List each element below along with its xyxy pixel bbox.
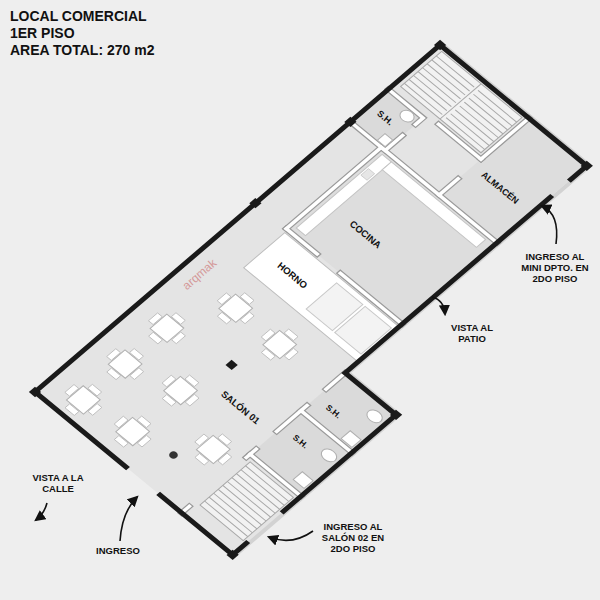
bath-floor (350, 89, 423, 150)
room-label: HORNO (275, 261, 309, 292)
callout-note: VISTA AL PATIO (442, 323, 502, 345)
room-label: S.H. (291, 433, 310, 451)
floor (35, 45, 600, 555)
title-line: 1ER PISO (10, 25, 75, 41)
building-shadow (41, 45, 600, 555)
room-label: S.H. (375, 108, 395, 127)
table-set (208, 285, 263, 331)
callout-note: INGRESO (96, 546, 140, 557)
plan-group (29, 40, 600, 560)
callout-note: INGRESO AL MINI DPTO. EN 2DO PISO (518, 252, 592, 285)
room-label: SALÓN 01 (219, 389, 262, 427)
room-label: S.H. (324, 403, 343, 421)
wall-post (29, 40, 600, 560)
table-set (153, 367, 208, 413)
table-set (98, 341, 153, 387)
person-figure (167, 450, 179, 460)
interior-wall-edge (35, 45, 600, 555)
oven-unit (335, 306, 392, 354)
room-label: COCINA (347, 219, 383, 251)
table-set (186, 426, 241, 472)
title-text: LOCAL COMERCIAL (10, 8, 147, 24)
callout-note: INGRESO AL SALÓN 02 EN 2DO PISO (314, 522, 392, 555)
sanitary-fixtures (130, 108, 581, 489)
kitchen-counter (382, 162, 485, 247)
table-set (105, 408, 160, 454)
kitchen-counter (296, 154, 391, 235)
table-set (139, 305, 194, 351)
outer-wall (35, 45, 600, 555)
title-line: AREA TOTAL: 270 m2 (10, 42, 154, 58)
column (226, 360, 238, 370)
watermark: arqmak (180, 257, 219, 294)
front-stairs (200, 462, 293, 541)
callout-arrow (36, 206, 557, 541)
room-label: ALMACÉN (479, 170, 520, 207)
interior-wall (35, 45, 600, 555)
sink (361, 169, 375, 181)
callout-note: VISTA A LA CALLE (29, 473, 87, 495)
table-set (252, 321, 307, 367)
back-stairs (401, 51, 522, 152)
